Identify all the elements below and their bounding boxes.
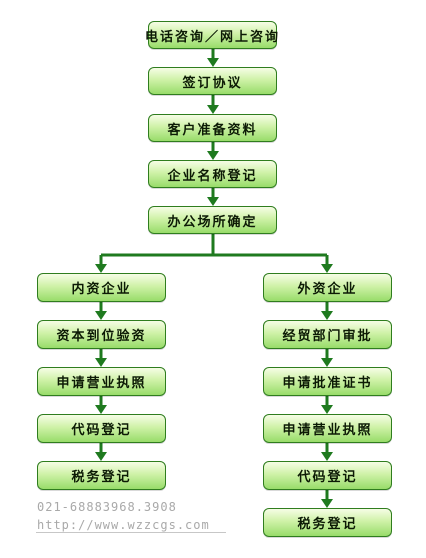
arrow-right-split-head [321, 264, 333, 273]
footer-url-underline [36, 532, 226, 533]
arrow-right-3-head [321, 452, 333, 461]
left-tax-registration: 税务登记 [37, 461, 166, 490]
step-sign-agreement: 签订协议 [148, 67, 277, 95]
footer-url[interactable]: http://www.wzzcgs.com [37, 518, 210, 532]
arrow-right-2-head [321, 405, 333, 414]
arrow-top-1-head [207, 105, 219, 114]
arrow-left-2-head [95, 405, 107, 414]
arrow-top-3-head [207, 197, 219, 206]
right-foreign-enterprise: 外资企业 [263, 273, 392, 302]
right-code-registration: 代码登记 [263, 461, 392, 490]
step-prepare-documents: 客户准备资料 [148, 114, 277, 142]
arrow-left-3-head [95, 452, 107, 461]
arrow-top-2-head [207, 151, 219, 160]
right-trade-approval: 经贸部门审批 [263, 320, 392, 349]
left-code-registration: 代码登记 [37, 414, 166, 443]
right-tax-registration: 税务登记 [263, 508, 392, 537]
left-domestic-enterprise: 内资企业 [37, 273, 166, 302]
step-office-determination: 办公场所确定 [148, 206, 277, 234]
arrow-left-0-head [95, 311, 107, 320]
right-business-license: 申请营业执照 [263, 414, 392, 443]
left-business-license: 申请营业执照 [37, 367, 166, 396]
left-capital-verification: 资本到位验资 [37, 320, 166, 349]
step-name-registration: 企业名称登记 [148, 160, 277, 188]
footer-phone: 021-68883968.3908 [37, 500, 177, 514]
arrow-left-1-head [95, 358, 107, 367]
step-consultation: 电话咨询／网上咨询 [145, 21, 278, 49]
right-approval-certificate: 申请批准证书 [263, 367, 392, 396]
arrow-left-split-head [95, 264, 107, 273]
arrow-top-0-head [207, 58, 219, 67]
arrow-right-1-head [321, 358, 333, 367]
arrow-right-0-head [321, 311, 333, 320]
arrow-right-4-head [321, 499, 333, 508]
